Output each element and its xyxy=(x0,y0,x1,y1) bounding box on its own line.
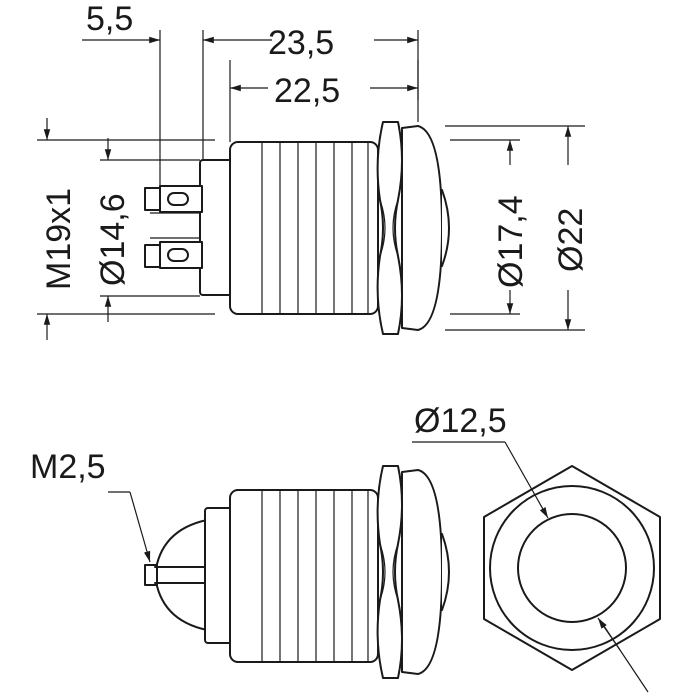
actuator-dome xyxy=(441,189,450,267)
dim-m2-5-label: M2,5 xyxy=(30,448,106,486)
m2-5-screw xyxy=(144,564,206,586)
front-view xyxy=(483,465,661,671)
dim-d14-6-label: Ø14,6 xyxy=(94,193,132,286)
d12-5-dimension: Ø12,5 xyxy=(412,402,649,693)
side-view-bottom xyxy=(144,465,450,679)
dim-d12-5-label: Ø12,5 xyxy=(414,402,507,440)
rear-dome xyxy=(154,519,208,631)
top-view-dimensions: 5,5 23,5 22,5 M19x1 Ø14,6 Ø17,4 Ø22 xyxy=(37,0,590,340)
bezel xyxy=(401,125,443,331)
dim-23-5-label: 23,5 xyxy=(268,24,334,62)
solder-terminal-lower xyxy=(144,237,203,269)
dim-d17-4-label: Ø17,4 xyxy=(492,195,530,288)
dim-d22-label: Ø22 xyxy=(552,208,590,272)
dim-m19x1-label: M19x1 xyxy=(40,188,78,290)
m2-5-dimension: M2,5 xyxy=(30,448,151,563)
hex-nut xyxy=(376,121,403,335)
solder-terminal-upper xyxy=(144,185,203,214)
dim-22-5-label: 22,5 xyxy=(274,72,340,110)
actuator-face xyxy=(517,513,627,623)
threaded-body xyxy=(229,141,379,315)
dim-5-5-label: 5,5 xyxy=(86,0,133,38)
side-view-top xyxy=(144,121,450,335)
